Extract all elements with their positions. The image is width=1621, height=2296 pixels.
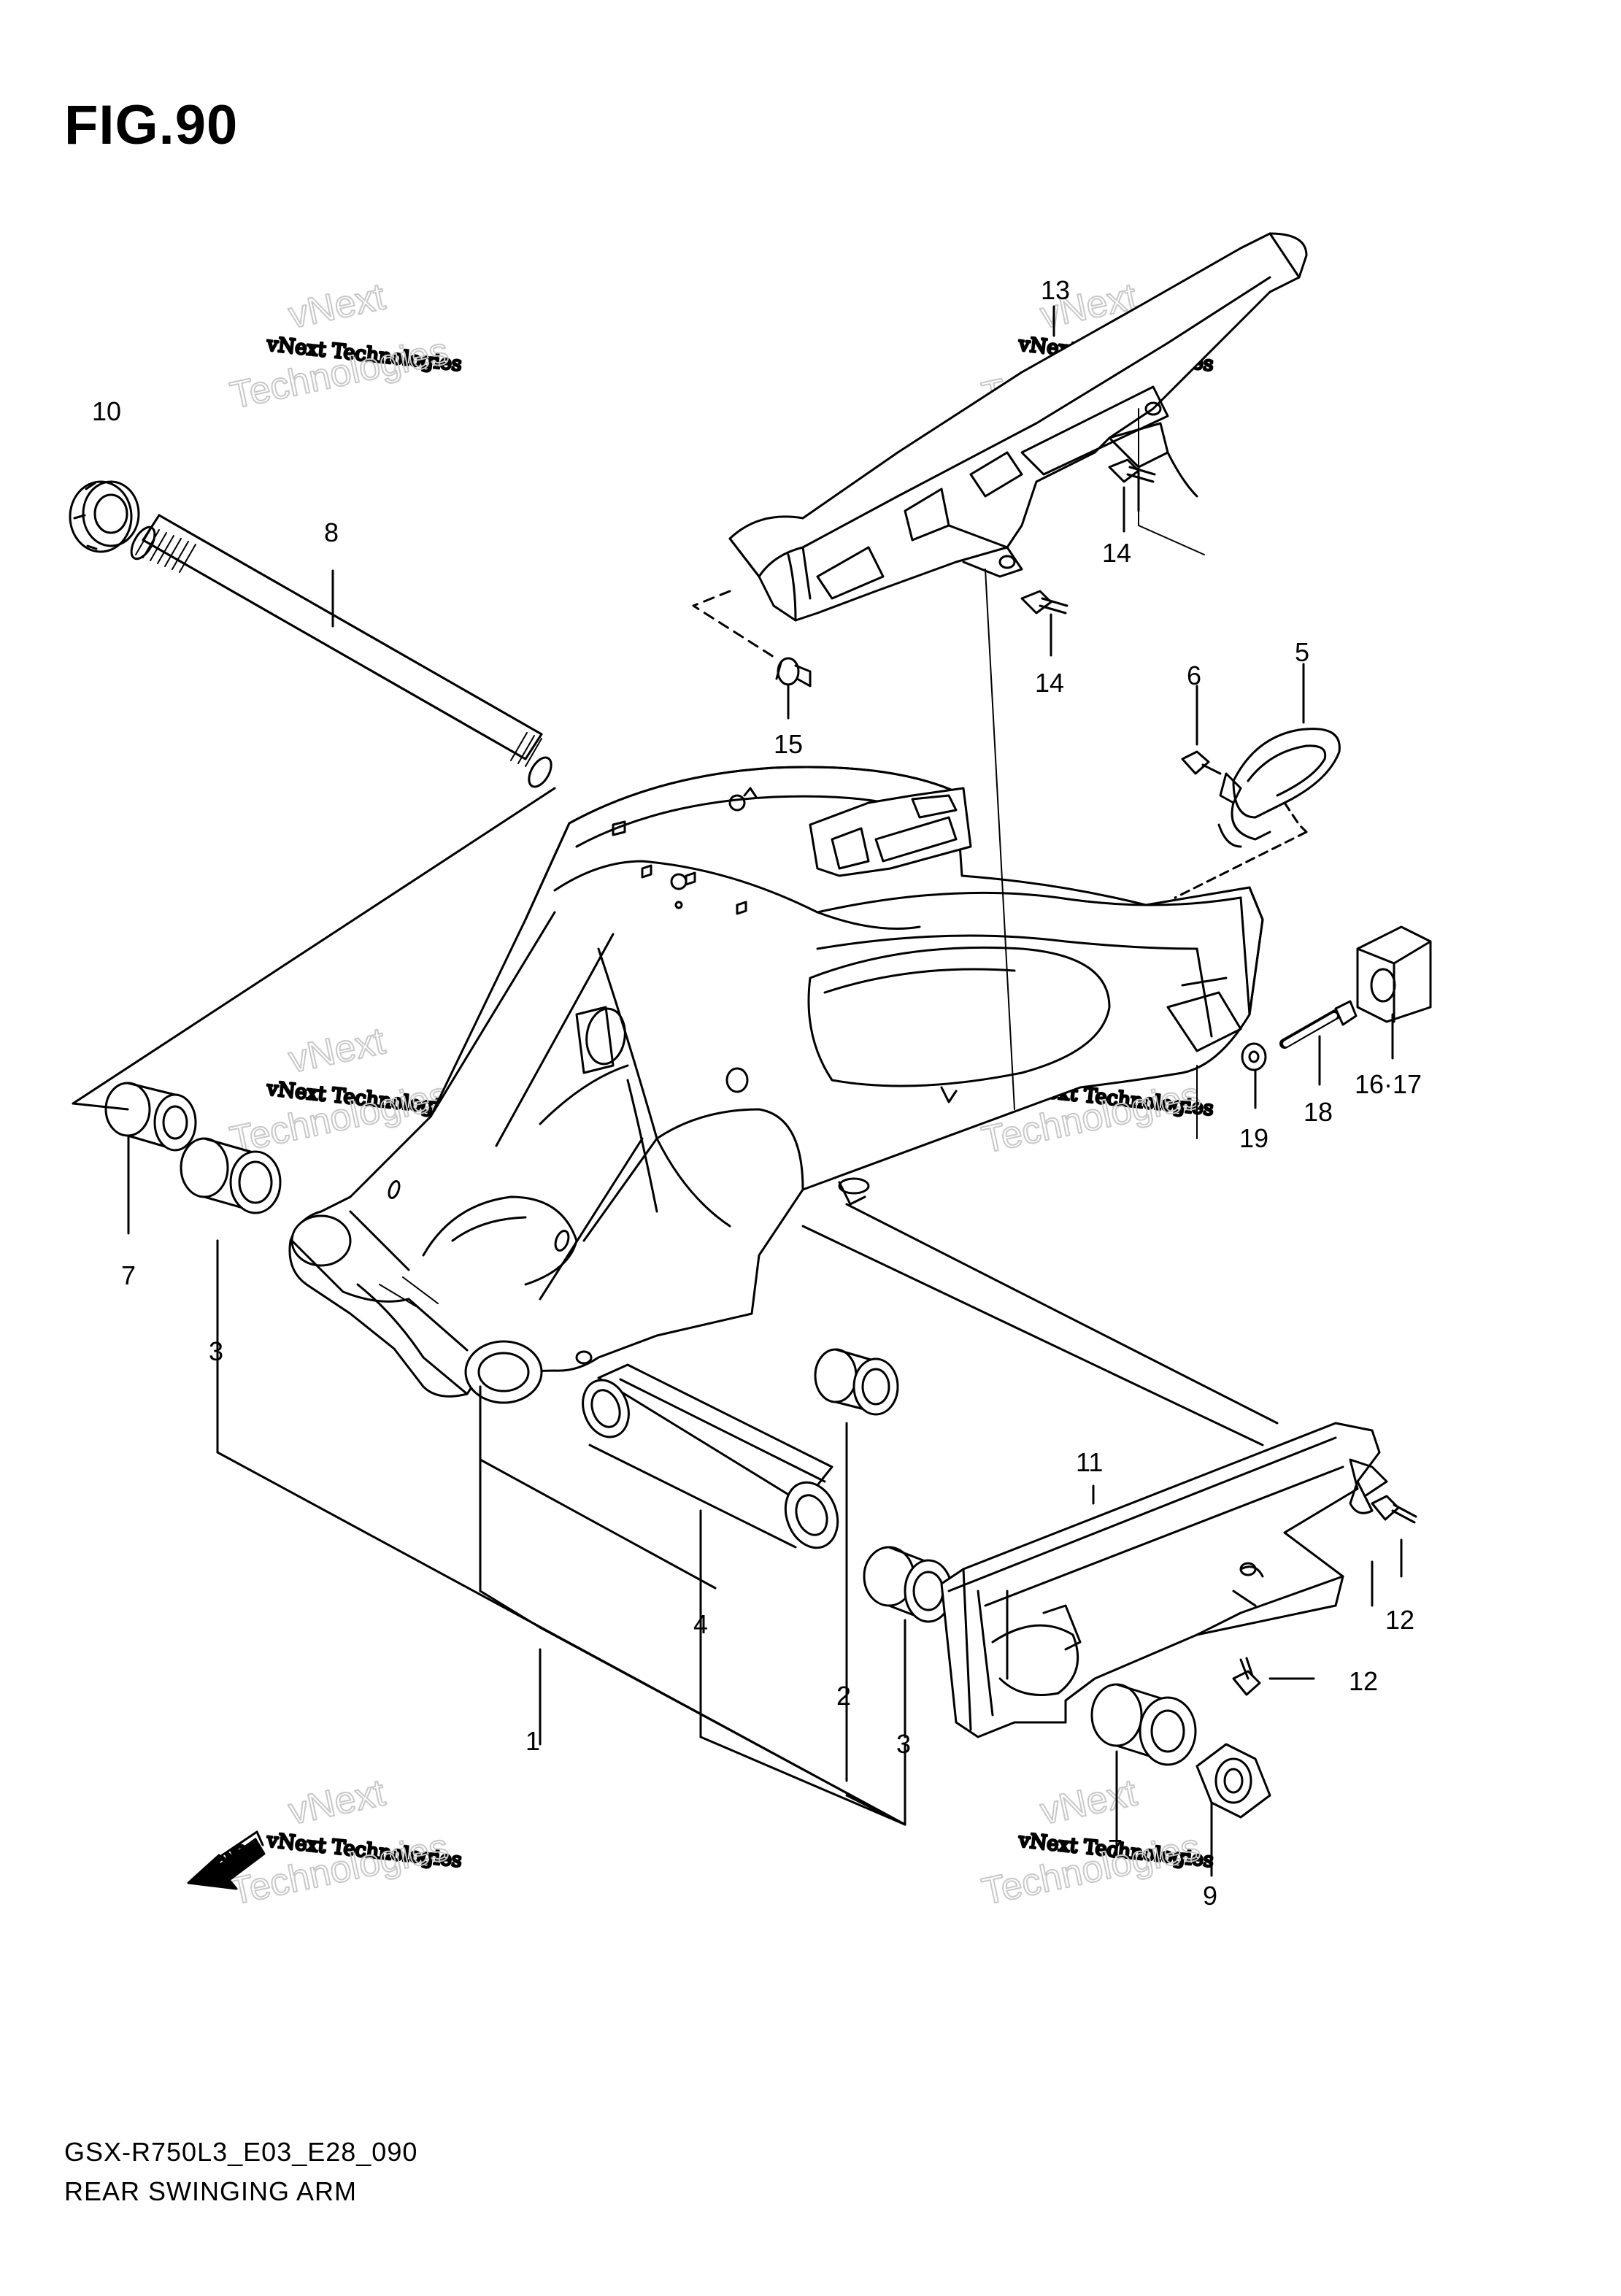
callout-19: 19 xyxy=(1239,1123,1268,1153)
part-bolt-12-upper xyxy=(1371,1495,1417,1524)
model-code: GSX-R750L3_E03_E28_090 xyxy=(64,2137,418,2167)
svg-text:vNext: vNext xyxy=(285,1771,389,1833)
figure-name: REAR SWINGING ARM xyxy=(64,2176,358,2206)
part-bolt-14-lower xyxy=(1020,590,1069,615)
callout-labels: 1 2 3 3 4 5 6 7 7 8 9 10 11 12 12 13 14 … xyxy=(92,275,1422,1911)
callout-4: 4 xyxy=(693,1609,708,1639)
callout-1: 1 xyxy=(525,1726,540,1756)
part-pivot-nut xyxy=(1195,1743,1271,1819)
callout-14-lower: 14 xyxy=(1035,668,1064,698)
callout-9: 9 xyxy=(1203,1881,1217,1911)
callout-3-left: 3 xyxy=(209,1336,223,1366)
callout-14-upper: 14 xyxy=(1102,538,1131,568)
part-swinging-arm xyxy=(288,766,1264,1404)
part-bolt-14-upper xyxy=(1108,458,1156,483)
watermark-bottom-right: vNext vNext Technologies Technologies xyxy=(977,1771,1215,1914)
part-bolt-6 xyxy=(1181,750,1222,775)
part-bolt-12-lower xyxy=(1232,1657,1261,1696)
part-adjuster-bolt xyxy=(1279,1000,1358,1049)
callout-16-17: 16·17 xyxy=(1355,1069,1422,1099)
svg-text:vNext: vNext xyxy=(285,1020,389,1081)
part-adjuster-block xyxy=(1356,925,1432,1023)
callout-6: 6 xyxy=(1187,660,1201,690)
leader-lines xyxy=(72,305,1403,1877)
callout-7-left: 7 xyxy=(121,1260,136,1290)
watermark-top-left: vNext vNext Technologies Technologies xyxy=(226,274,463,417)
part-lock-nut xyxy=(69,480,140,553)
part-bearing-right xyxy=(863,1546,953,1623)
part-chain-buffer xyxy=(940,1422,1388,1738)
callout-10: 10 xyxy=(92,396,121,426)
part-pivot-shaft xyxy=(130,514,552,788)
callout-12-lower: 12 xyxy=(1349,1666,1378,1696)
part-chain-cover xyxy=(692,232,1308,1110)
part-chain-guide-plate xyxy=(1174,728,1341,899)
part-adjuster-nut xyxy=(1241,1042,1267,1071)
callout-3-right: 3 xyxy=(896,1729,911,1759)
callout-12-upper: 12 xyxy=(1385,1605,1414,1635)
callout-15: 15 xyxy=(774,729,803,759)
svg-text:vNext: vNext xyxy=(1036,1771,1141,1833)
part-clip-15 xyxy=(775,657,812,687)
callout-5: 5 xyxy=(1295,637,1309,667)
callout-8: 8 xyxy=(324,517,339,547)
part-needle-bearing xyxy=(814,1348,899,1416)
callout-11: 11 xyxy=(1076,1447,1103,1477)
part-bearing-left xyxy=(180,1137,282,1214)
part-collar-right xyxy=(1090,1683,1197,1766)
callout-18: 18 xyxy=(1304,1097,1333,1127)
callout-13: 13 xyxy=(1041,275,1070,305)
callout-7-right: 7 xyxy=(1108,1834,1123,1864)
svg-text:vNext: vNext xyxy=(285,275,389,336)
part-collar-left xyxy=(104,1082,197,1152)
part-spacer-tube xyxy=(582,1363,839,1549)
callout-2: 2 xyxy=(836,1681,851,1711)
figure-title: FIG.90 xyxy=(64,94,239,156)
